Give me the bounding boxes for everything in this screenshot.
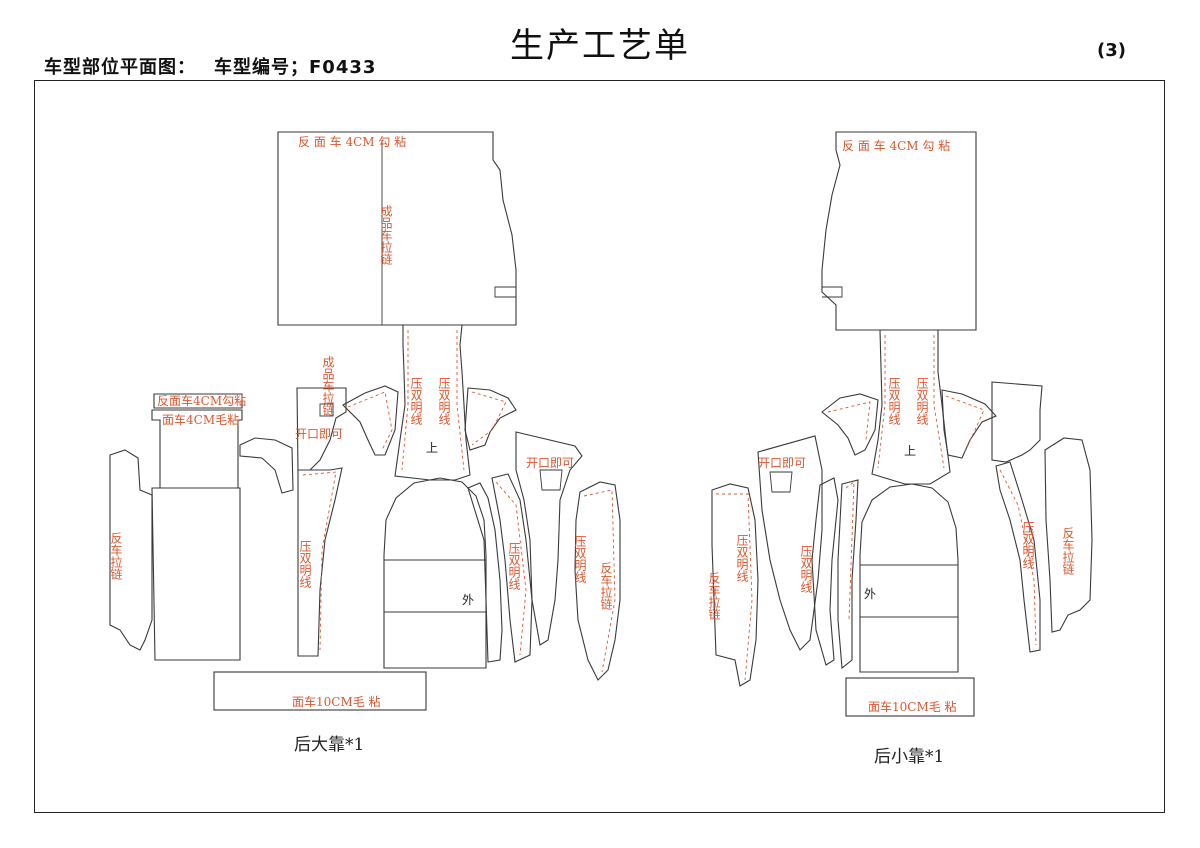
right-double-topstitch-b: 压双明线 (915, 377, 929, 425)
left-side-topstitch-label: 压双明线 (298, 540, 312, 588)
left-double-topstitch-b: 压双明线 (437, 377, 451, 425)
right-top-panel-label: 反 面 车 4CM 勾 粘 (842, 138, 950, 153)
document-title: 生产工艺单 (510, 26, 690, 66)
left-center-dome (383, 477, 487, 669)
right-curved-strip-2 (837, 479, 859, 670)
left-long-strip (297, 467, 343, 657)
left-wing-left-stitch (347, 391, 393, 451)
left-top-panel-notch (494, 286, 516, 298)
left-open-ok-label: 开口即可 (295, 427, 343, 441)
left-reverse-zipper-right-label: 反车拉链 (599, 562, 613, 610)
left-top-panel (277, 131, 517, 326)
right-bottom-strip-label: 面车10CM毛 粘 (868, 699, 957, 714)
left-finished-zipper-label: 成品车拉链 (379, 205, 393, 265)
left-top-panel-label: 反 面 车 4CM 勾 粘 (298, 134, 406, 149)
right-center-neck (871, 329, 951, 485)
left-double-topstitch-a: 压双明线 (409, 377, 423, 425)
left-small-zipper-label: 成品车拉链 (321, 356, 335, 416)
left-right-curved-stitch (583, 489, 616, 673)
right-open-ok-label: 开口即可 (758, 456, 806, 470)
right-up-mark: 上 (904, 444, 916, 458)
left-outside-mark: 外 (462, 593, 474, 607)
right-pattern-group: 反 面 车 4CM 勾 粘 压双明线 压双明线 上 开口即可 反车拉链 压双明线… (707, 131, 1093, 767)
left-group-caption: 后大靠*1 (294, 735, 364, 755)
right-wing-right-stitch (945, 395, 985, 453)
page-number: (3) (1097, 40, 1126, 61)
right-double-topstitch-e: 压双明线 (1021, 521, 1035, 569)
left-open-ok-right-label: 开口即可 (526, 456, 574, 470)
left-double-topstitch-d: 压双明线 (573, 535, 587, 583)
right-top-panel (821, 131, 977, 331)
right-double-topstitch-a: 压双明线 (887, 377, 901, 425)
plan-view-label: 车型部位平面图： (44, 57, 196, 78)
left-flap-bottom-label: 面车4CM毛粘 (162, 412, 239, 427)
left-side-rect (151, 487, 241, 661)
right-wing-left (821, 393, 879, 456)
left-long-strip-stitch (302, 471, 337, 651)
left-bottom-strip (213, 671, 427, 711)
right-far-right-piece (1044, 437, 1093, 633)
right-wing-left-stitch (827, 401, 871, 441)
left-wing-right-stitch (471, 391, 507, 446)
right-top-panel-notch (822, 286, 843, 298)
drawing-frame (34, 80, 1165, 813)
left-pattern-group: 反 面 车 4CM 勾 粘 成品车拉链 压双明线 压双明线 上 反面车4CM勾粘… (109, 131, 621, 755)
left-bottom-strip-label: 面车10CM毛 粘 (292, 694, 381, 709)
left-open-ok-piece (515, 431, 583, 646)
left-open-ok-slot (539, 469, 563, 491)
right-side-strip (995, 461, 1041, 653)
right-double-topstitch-d: 压双明线 (799, 545, 813, 593)
right-far-left-piece (711, 483, 759, 687)
left-wing-left (342, 385, 399, 456)
right-curved-strip-2-stitch (845, 481, 855, 621)
left-curved-connector (239, 437, 294, 494)
left-flap-top (153, 393, 243, 409)
left-curved-piece-1 (467, 482, 503, 663)
right-group-caption: 后小靠*1 (874, 747, 944, 767)
left-reverse-zipper-label: 反车拉链 (109, 532, 123, 580)
right-curved-strip-1 (811, 477, 839, 666)
right-open-ok-slot (769, 471, 793, 493)
right-bottom-strip (845, 677, 975, 717)
left-up-mark: 上 (426, 441, 438, 455)
left-curved-piece-2 (491, 473, 533, 663)
model-code: 车型编号；F0433 (214, 57, 377, 78)
right-reverse-zipper-right-label: 反车拉链 (1061, 527, 1075, 575)
right-reverse-zipper-left-label: 反车拉链 (707, 572, 721, 620)
left-small-zipper-slot (319, 403, 334, 417)
right-wing-right (941, 389, 997, 459)
left-outer-strip (109, 449, 153, 651)
right-center-dome (859, 483, 959, 673)
left-double-topstitch-c: 压双明线 (507, 542, 521, 590)
right-double-topstitch-c: 压双明线 (735, 534, 749, 582)
left-curved-piece-2-stitch (495, 481, 527, 656)
right-far-left-stitch (716, 493, 753, 681)
left-center-neck (394, 324, 471, 481)
left-center-neck-stitch (401, 330, 465, 471)
right-open-ok-piece (757, 435, 823, 651)
left-right-curved-piece (574, 481, 621, 681)
right-side-strip-stitch (999, 469, 1037, 646)
right-tall-piece (991, 381, 1043, 463)
left-flap-top-label: 反面车4CM勾粘 (157, 393, 246, 408)
right-outside-mark: 外 (864, 587, 876, 601)
header-info: 车型部位平面图： 车型编号；F0433 (44, 53, 376, 79)
